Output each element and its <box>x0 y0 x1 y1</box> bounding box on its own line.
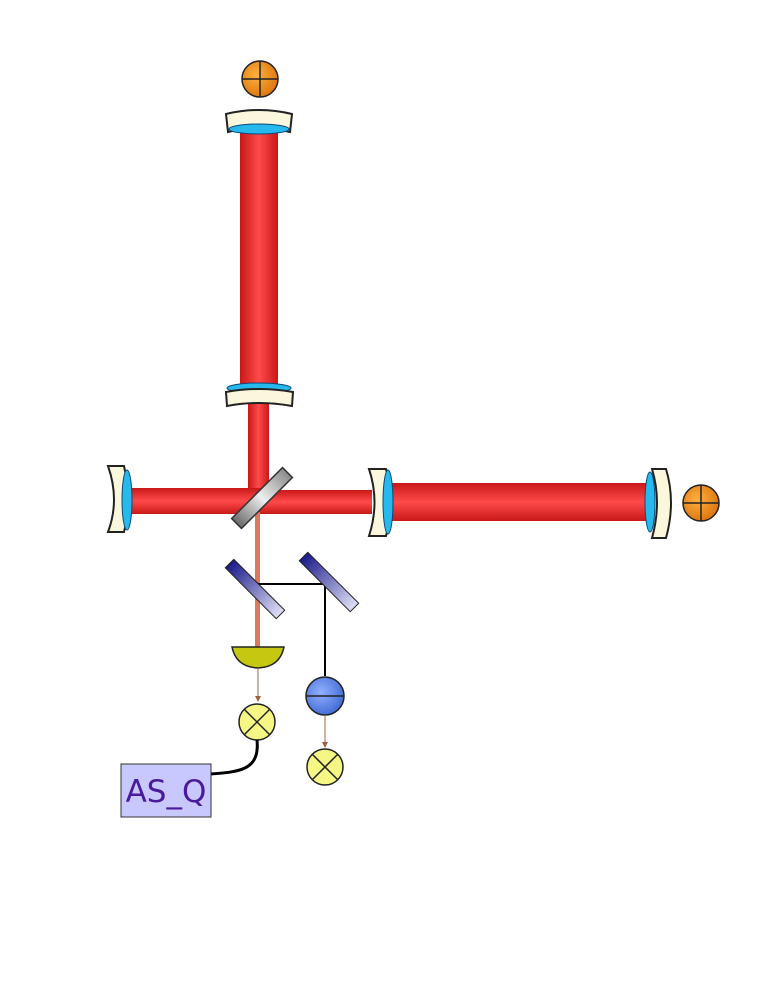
sensor-arrowhead <box>322 742 328 748</box>
y-input-mirror <box>224 382 295 408</box>
y-arm-cavity-beam <box>240 128 278 390</box>
x-input-mirror <box>367 468 394 537</box>
pickoff-mirror-left <box>224 558 286 620</box>
beam-splitter <box>230 466 294 530</box>
readout-cable <box>209 739 259 776</box>
as-q-readout[interactable]: AS_Q <box>120 763 212 818</box>
readout-label: AS_Q <box>126 774 207 810</box>
pickoff-mirror-right <box>298 551 360 613</box>
y-end-quad-sensor <box>241 60 279 98</box>
mixer-left-icon <box>238 703 276 741</box>
west-mirror <box>106 465 133 533</box>
input-beam <box>248 404 269 494</box>
west-arm-beam <box>126 488 262 514</box>
dark-port-beam <box>255 512 260 652</box>
mixer-right-icon <box>306 748 344 786</box>
x-end-quad-sensor <box>682 484 720 522</box>
photodiode-arrowhead <box>255 696 261 702</box>
x-end-mirror <box>644 468 672 539</box>
x-short-beam <box>262 490 372 514</box>
y-end-mirror <box>224 109 294 135</box>
phase-sensor-icon <box>305 676 345 716</box>
x-arm-cavity-beam <box>388 483 650 521</box>
photodiode-icon <box>231 646 285 669</box>
readout-box <box>120 763 212 818</box>
